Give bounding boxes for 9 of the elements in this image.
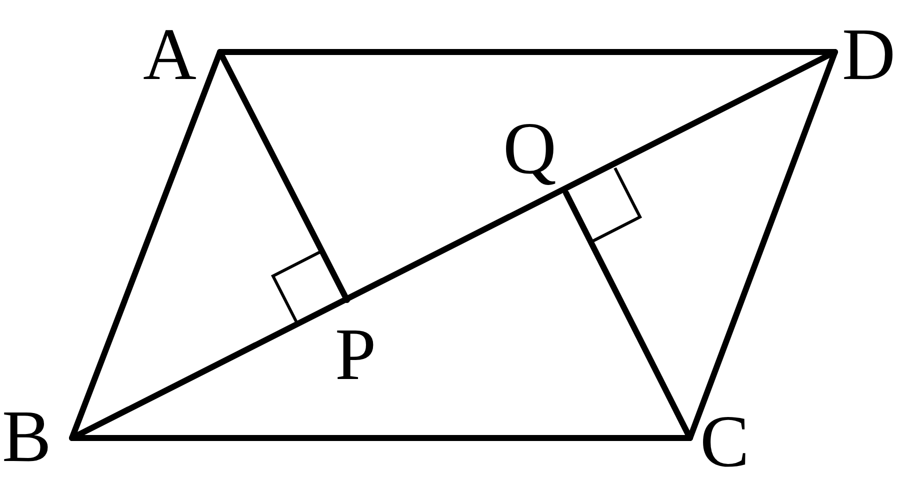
point-label: Q <box>503 112 556 186</box>
point-label: C <box>700 405 750 479</box>
point-label: A <box>143 18 196 92</box>
point-label: B <box>2 400 52 474</box>
point-label: D <box>842 18 896 92</box>
line-segment <box>563 190 693 441</box>
line-segment <box>217 49 350 303</box>
line-segment <box>69 49 838 441</box>
point-label: P <box>335 318 376 392</box>
